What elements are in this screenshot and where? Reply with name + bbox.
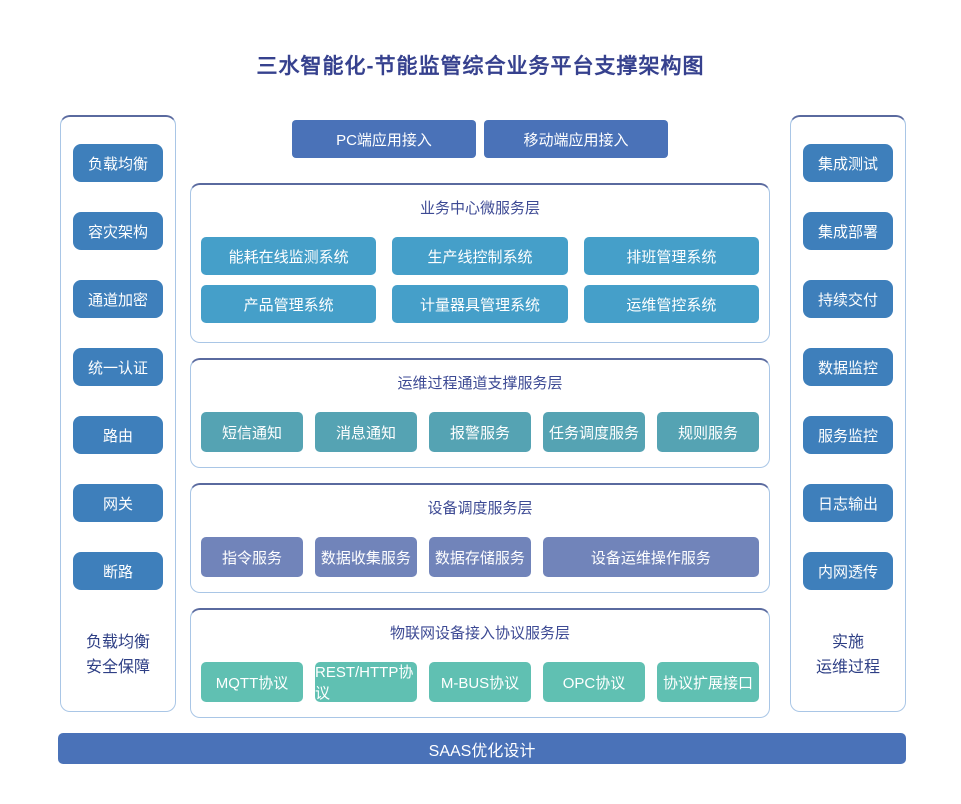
node-disaster-recovery: 容灾架构 xyxy=(73,212,163,250)
node-continuous-delivery: 持续交付 xyxy=(803,280,893,318)
right-pillar: 集成测试 集成部署 持续交付 数据监控 服务监控 日志输出 内网透传 实施 运维… xyxy=(790,115,906,712)
node-service-monitoring: 服务监控 xyxy=(803,416,893,454)
business-microservice-layer: 业务中心微服务层 能耗在线监测系统 生产线控制系统 排班管理系统 产品管理系统 … xyxy=(190,183,770,343)
channel-layer-nodes: 短信通知 消息通知 报警服务 任务调度服务 规则服务 xyxy=(201,412,759,452)
node-device-ops-service: 设备运维操作服务 xyxy=(542,537,759,577)
left-pillar-caption-line2: 安全保障 xyxy=(85,659,150,676)
access-row: PC端应用接入 移动端应用接入 xyxy=(190,120,770,158)
left-pillar-caption-line1: 负载均衡 xyxy=(85,634,150,651)
protocol-layer-title: 物联网设备接入协议服务层 xyxy=(389,625,570,642)
node-ops-control-system: 运维管控系统 xyxy=(583,285,759,323)
node-unified-auth: 统一认证 xyxy=(73,348,163,386)
node-alarm-service: 报警服务 xyxy=(429,412,531,452)
node-sms-notify: 短信通知 xyxy=(201,412,303,452)
business-layer-title: 业务中心微服务层 xyxy=(419,200,540,217)
node-data-collection-service: 数据收集服务 xyxy=(314,537,417,577)
device-layer-nodes: 指令服务 数据收集服务 数据存储服务 设备运维操作服务 xyxy=(201,537,759,577)
channel-layer-title: 运维过程通道支撑服务层 xyxy=(397,375,563,392)
page-title: 三水智能化-节能监管综合业务平台支撑架构图 xyxy=(256,55,705,78)
right-pillar-caption-line1: 实施 xyxy=(831,634,864,651)
node-pc-access: PC端应用接入 xyxy=(292,120,476,158)
node-data-monitoring: 数据监控 xyxy=(803,348,893,386)
protocol-layer-nodes: MQTT协议 REST/HTTP协议 M-BUS协议 OPC协议 协议扩展接口 xyxy=(201,662,759,702)
node-data-storage-service: 数据存储服务 xyxy=(428,537,531,577)
saas-optimization-bar: SAAS优化设计 xyxy=(58,733,906,764)
node-metering-instrument-system: 计量器具管理系统 xyxy=(392,285,568,323)
node-product-management-system: 产品管理系统 xyxy=(201,285,377,323)
node-integration-deploy: 集成部署 xyxy=(803,212,893,250)
iot-protocol-layer: 物联网设备接入协议服务层 MQTT协议 REST/HTTP协议 M-BUS协议 … xyxy=(190,608,770,718)
node-log-output: 日志输出 xyxy=(803,484,893,522)
node-message-notify: 消息通知 xyxy=(315,412,417,452)
node-protocol-extension: 协议扩展接口 xyxy=(657,662,759,702)
left-pillar: 负载均衡 容灾架构 通道加密 统一认证 路由 网关 断路 负载均衡 安全保障 xyxy=(60,115,176,712)
node-energy-monitoring-system: 能耗在线监测系统 xyxy=(201,237,377,275)
device-layer-title: 设备调度服务层 xyxy=(427,500,533,517)
node-mobile-access: 移动端应用接入 xyxy=(484,120,668,158)
node-opc-protocol: OPC协议 xyxy=(543,662,645,702)
device-dispatch-layer: 设备调度服务层 指令服务 数据收集服务 数据存储服务 设备运维操作服务 xyxy=(190,483,770,593)
left-pillar-caption: 负载均衡 安全保障 xyxy=(86,630,150,680)
node-mqtt-protocol: MQTT协议 xyxy=(201,662,303,702)
node-circuit-breaker: 断路 xyxy=(73,552,163,590)
node-channel-encryption: 通道加密 xyxy=(73,280,163,318)
right-pillar-caption-line2: 运维过程 xyxy=(815,659,880,676)
node-integration-test: 集成测试 xyxy=(803,144,893,182)
channel-support-layer: 运维过程通道支撑服务层 短信通知 消息通知 报警服务 任务调度服务 规则服务 xyxy=(190,358,770,468)
node-routing: 路由 xyxy=(73,416,163,454)
node-rule-service: 规则服务 xyxy=(657,412,759,452)
node-production-line-control-system: 生产线控制系统 xyxy=(392,237,568,275)
business-layer-nodes: 能耗在线监测系统 生产线控制系统 排班管理系统 产品管理系统 计量器具管理系统 … xyxy=(201,237,759,323)
node-task-scheduling-service: 任务调度服务 xyxy=(543,412,645,452)
node-shift-management-system: 排班管理系统 xyxy=(583,237,759,275)
node-mbus-protocol: M-BUS协议 xyxy=(429,662,531,702)
node-command-service: 指令服务 xyxy=(201,537,303,577)
node-load-balancing: 负载均衡 xyxy=(73,144,163,182)
node-gateway: 网关 xyxy=(73,484,163,522)
node-intranet-tunnel: 内网透传 xyxy=(803,552,893,590)
right-pillar-caption: 实施 运维过程 xyxy=(816,630,880,680)
node-rest-http-protocol: REST/HTTP协议 xyxy=(315,662,417,702)
